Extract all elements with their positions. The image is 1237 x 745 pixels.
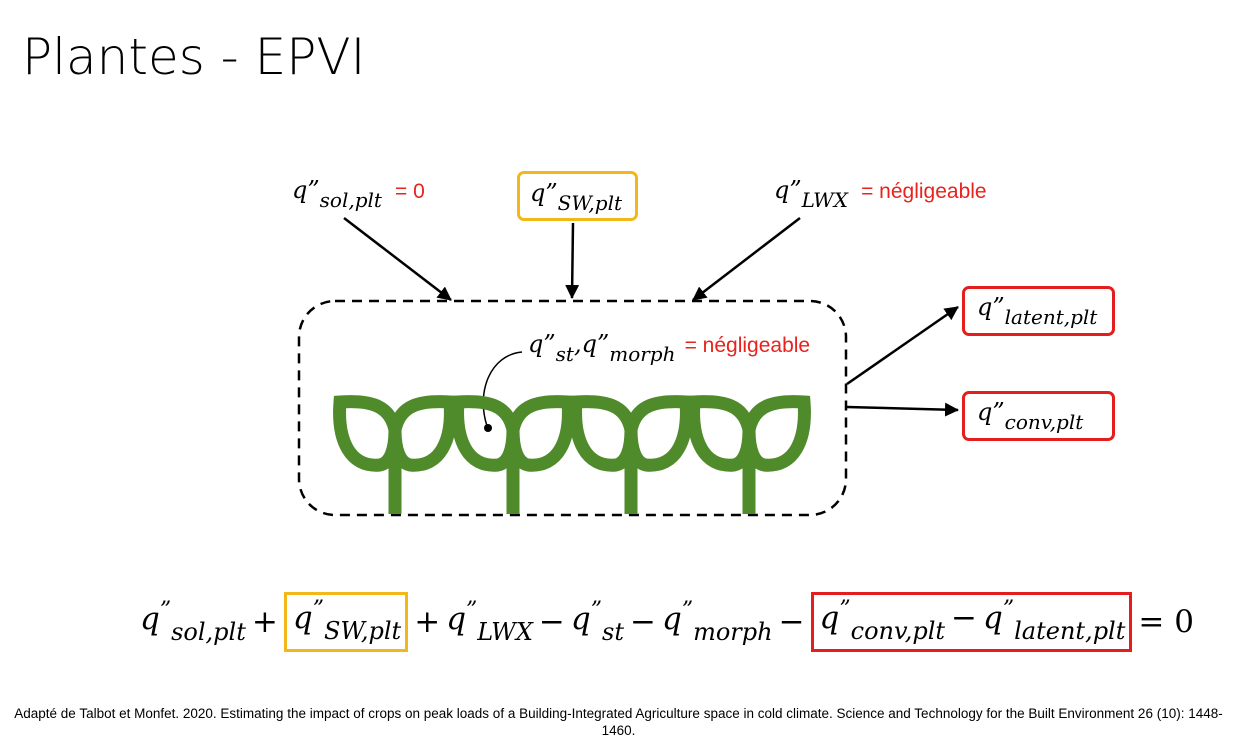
slide-title: Plantes - EPVI — [22, 28, 366, 86]
storage-pointer — [482, 351, 523, 427]
arrow-conv — [846, 402, 959, 417]
label-sw: q”SW,plt — [517, 171, 638, 221]
eq-term-morph: q”morph — [661, 598, 773, 646]
arrow-latent — [846, 305, 959, 386]
storage-pointer-dot — [484, 424, 492, 432]
arrow-sol — [343, 217, 452, 301]
label-conv: q”conv,plt — [962, 391, 1115, 441]
eq-term-sol: q”sol,plt — [140, 598, 246, 646]
eq-term-st: q”st — [570, 598, 624, 646]
label-sol: q”sol,plt = 0 — [292, 176, 425, 212]
eq-op: − — [629, 604, 656, 640]
eq-op: − — [778, 604, 805, 640]
arrow-lwx — [692, 217, 801, 301]
eq-term-lwx: q”LWX — [446, 598, 533, 646]
label-lwx: q”LWX = négligeable — [774, 176, 987, 212]
eq-op: + — [414, 604, 441, 640]
citation: Adapté de Talbot et Monfet. 2020. Estima… — [14, 706, 1223, 738]
eq-op: + — [251, 604, 278, 640]
energy-balance-equation: q”sol,plt + q”SW,plt + q”LWX − q”st − q”… — [140, 592, 1200, 652]
label-latent: q”latent,plt — [962, 286, 1115, 336]
plant-icon — [333, 395, 811, 514]
eq-term-sw: q”SW,plt — [283, 592, 409, 652]
eq-term-outputs: q”conv,plt−q”latent,plt — [810, 592, 1133, 652]
eq-rhs: = 0 — [1138, 604, 1194, 640]
control-volume-box — [297, 299, 848, 517]
arrow-sw — [565, 222, 580, 299]
label-storage: q”st,q”morph = négligeable — [528, 330, 811, 366]
eq-op: − — [538, 604, 565, 640]
